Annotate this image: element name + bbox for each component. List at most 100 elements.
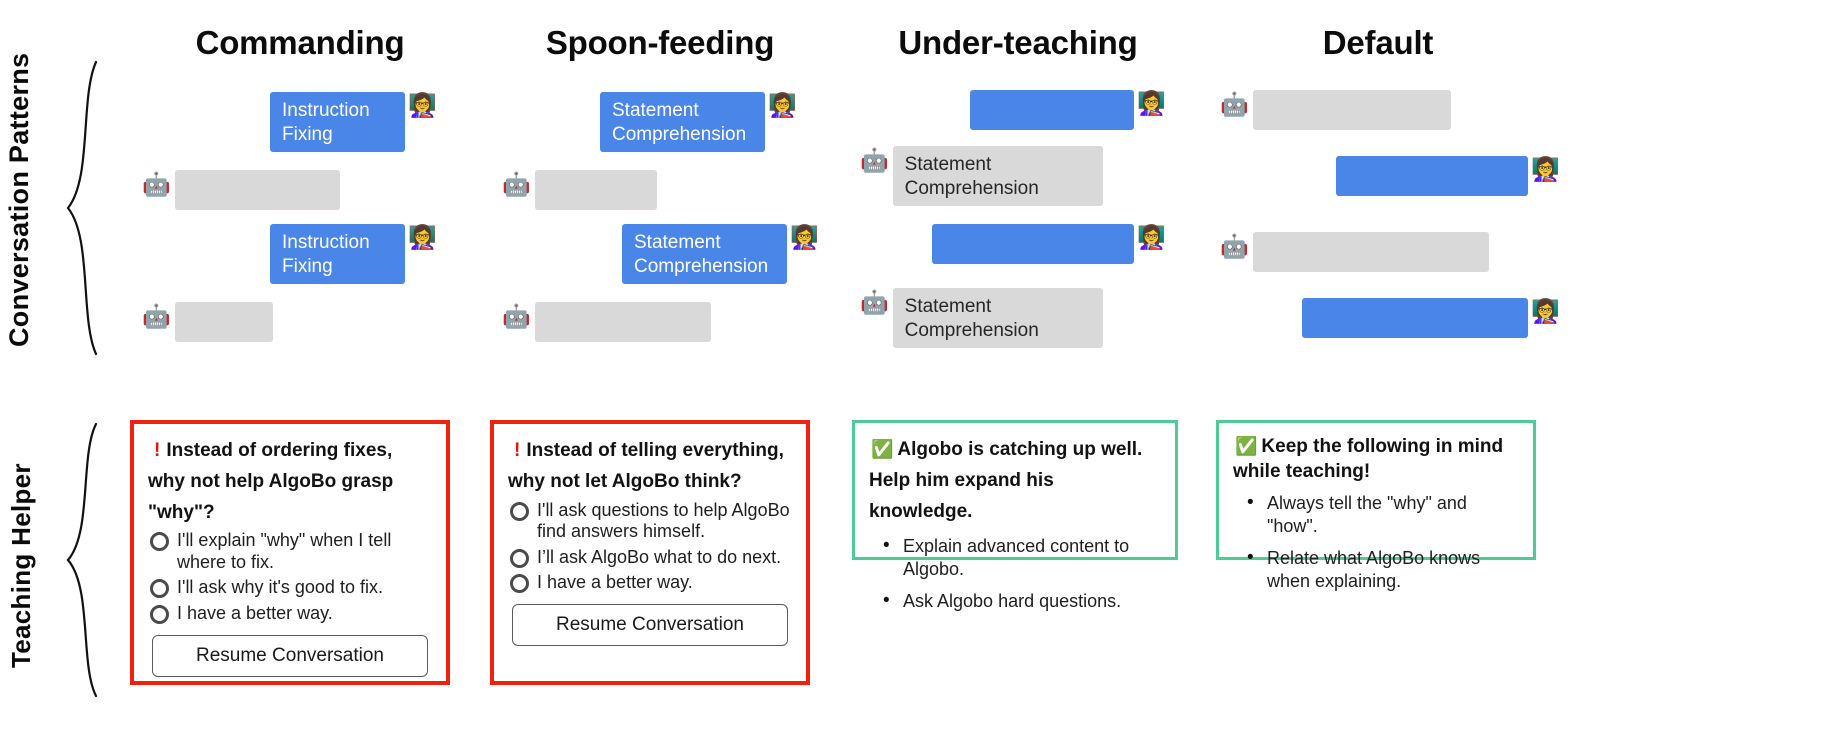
chat-row: 🤖: [142, 170, 340, 210]
chat-row: 🤖: [1220, 232, 1489, 272]
chat-row: 🤖 Statement Comprehension: [860, 146, 1103, 206]
teacher-message-bubble: [1336, 156, 1528, 196]
teacher-message-bubble: Statement Comprehension: [622, 224, 787, 284]
robot-icon: 🤖: [142, 303, 171, 329]
teaching-helper-card-commanding: !Instead of ordering fixes, why not help…: [130, 420, 450, 685]
robot-icon: 🤖: [142, 171, 171, 197]
teacher-icon: 👩‍🏫: [408, 92, 437, 118]
helper-headline-text: Keep the following in mind while teachin…: [1233, 436, 1504, 482]
brace-teaching-helper: [62, 420, 102, 705]
helper-option[interactable]: I'll ask why it's good to fix.: [148, 577, 432, 599]
radio-button-icon[interactable]: [510, 548, 529, 568]
column-title-under-teaching: Under-teaching: [898, 24, 1138, 61]
chat-row: Statement Comprehension 👩‍🏫: [600, 92, 797, 152]
column-title-commanding: Commanding: [195, 24, 405, 61]
helper-headline: ✅Keep the following in mind while teachi…: [1233, 435, 1519, 484]
helper-option-label: I'll ask questions to help AlgoBo find a…: [537, 499, 790, 542]
helper-bullet-list: Always tell the "why" and "how". Relate …: [1233, 491, 1519, 593]
chat-row: 🤖: [502, 302, 711, 342]
brace-conversation-patterns: [62, 58, 102, 363]
robot-icon: 🤖: [1220, 91, 1249, 117]
teacher-icon: 👩‍🏫: [768, 92, 797, 118]
student-message-bubble: [534, 170, 657, 210]
conversation-column-spoon-feeding: Statement Comprehension 👩‍🏫 🤖 Statement …: [490, 76, 890, 366]
radio-button-icon[interactable]: [510, 501, 529, 521]
chat-row: 👩‍🏫: [932, 224, 1166, 264]
chat-row: 👩‍🏫: [1302, 298, 1560, 338]
helper-bullet: Ask Algobo hard questions.: [883, 589, 1161, 613]
student-message-bubble: Statement Comprehension: [892, 288, 1103, 348]
helper-headline: !Instead of ordering fixes, why not help…: [148, 436, 432, 528]
chat-row: 🤖: [142, 302, 273, 342]
check-box-icon: ✅: [871, 439, 894, 459]
rail-label-teaching-helper: Teaching Helper: [6, 463, 36, 669]
helper-headline: !Instead of telling everything, why not …: [508, 436, 792, 498]
student-message-bubble: Statement Comprehension: [892, 146, 1103, 206]
teacher-icon: 👩‍🏫: [790, 224, 819, 250]
resume-conversation-button[interactable]: Resume Conversation: [512, 603, 788, 646]
teacher-message-bubble: Instruction Fixing: [270, 92, 405, 152]
helper-option[interactable]: I’ll ask AlgoBo what to do next.: [508, 547, 792, 569]
student-message-bubble: [1252, 90, 1451, 130]
resume-conversation-button[interactable]: Resume Conversation: [152, 634, 428, 677]
helper-option-label: I have a better way.: [537, 572, 693, 593]
robot-icon: 🤖: [502, 171, 531, 197]
helper-headline-text: Algobo is catching up well. Help him exp…: [869, 439, 1143, 522]
robot-icon: 🤖: [502, 303, 531, 329]
helper-headline-text: Instead of telling everything, why not l…: [508, 440, 784, 492]
robot-icon: 🤖: [860, 147, 889, 173]
teacher-icon: 👩‍🏫: [1137, 90, 1166, 116]
helper-option[interactable]: I'll ask questions to help AlgoBo find a…: [508, 500, 792, 543]
student-message-bubble: [534, 302, 711, 342]
radio-button-icon[interactable]: [150, 579, 169, 599]
helper-headline-text: Instead of ordering fixes, why not help …: [148, 440, 394, 523]
helper-bullet: Relate what AlgoBo knows when explaining…: [1247, 546, 1519, 593]
student-message-bubble: [174, 170, 340, 210]
helper-option-label: I'll ask why it's good to fix.: [177, 577, 383, 598]
robot-icon: 🤖: [1220, 233, 1249, 259]
student-message-bubble: [174, 302, 273, 342]
chat-row: Statement Comprehension 👩‍🏫: [622, 224, 819, 284]
teacher-message-bubble: [1302, 298, 1528, 338]
helper-option[interactable]: I'll explain "why" when I tell where to …: [148, 530, 432, 573]
conversation-column-under-teaching: 👩‍🏫 🤖 Statement Comprehension 👩‍🏫 🤖 Stat…: [848, 76, 1248, 366]
helper-bullet-list: Explain advanced content to Algobo. Ask …: [869, 534, 1161, 613]
rail-label-conversation-patterns: Conversation Patterns: [4, 52, 34, 348]
helper-bullet: Explain advanced content to Algobo.: [883, 534, 1161, 581]
helper-option-list: I'll ask questions to help AlgoBo find a…: [508, 500, 792, 594]
teacher-icon: 👩‍🏫: [408, 224, 437, 250]
helper-option[interactable]: I have a better way.: [148, 603, 432, 625]
conversation-column-default: 🤖 👩‍🏫 🤖 👩‍🏫: [1208, 76, 1608, 366]
teacher-message-bubble: Statement Comprehension: [600, 92, 765, 152]
teacher-message-bubble: [970, 90, 1134, 130]
student-message-bubble: [1252, 232, 1489, 272]
conversation-column-commanding: Instruction Fixing 👩‍🏫 🤖 Instruction Fix…: [130, 76, 530, 366]
chat-row: Instruction Fixing 👩‍🏫: [270, 224, 437, 284]
helper-option-label: I'll explain "why" when I tell where to …: [177, 530, 392, 572]
column-title-spoon-feeding: Spoon-feeding: [545, 24, 775, 61]
helper-headline: ✅Algobo is catching up well. Help him ex…: [869, 435, 1161, 527]
radio-button-icon[interactable]: [510, 574, 529, 594]
helper-option-label: I have a better way.: [177, 603, 333, 624]
helper-option[interactable]: I have a better way.: [508, 572, 792, 594]
teacher-message-bubble: [932, 224, 1134, 264]
helper-bullet: Always tell the "why" and "how".: [1247, 491, 1519, 538]
teaching-helper-card-default: ✅Keep the following in mind while teachi…: [1216, 420, 1536, 591]
teacher-icon: 👩‍🏫: [1137, 224, 1166, 250]
helper-option-list: I'll explain "why" when I tell where to …: [148, 530, 432, 625]
chat-row: Instruction Fixing 👩‍🏫: [270, 92, 437, 152]
radio-button-icon[interactable]: [150, 605, 169, 625]
teacher-icon: 👩‍🏫: [1531, 298, 1560, 324]
helper-option-label: I’ll ask AlgoBo what to do next.: [537, 546, 782, 567]
robot-icon: 🤖: [860, 289, 889, 315]
chat-row: 👩‍🏫: [970, 90, 1166, 130]
radio-button-icon[interactable]: [150, 532, 169, 552]
teacher-message-bubble: Instruction Fixing: [270, 224, 405, 284]
check-box-icon: ✅: [1235, 436, 1258, 456]
exclamation-icon: !: [154, 440, 161, 461]
chat-row: 🤖: [502, 170, 657, 210]
chat-row: 🤖 Statement Comprehension: [860, 288, 1103, 348]
column-title-default: Default: [1322, 24, 1434, 61]
teaching-helper-card-under-teaching: ✅Algobo is catching up well. Help him ex…: [852, 420, 1178, 613]
teaching-helper-card-spoon-feeding: !Instead of telling everything, why not …: [490, 420, 810, 685]
